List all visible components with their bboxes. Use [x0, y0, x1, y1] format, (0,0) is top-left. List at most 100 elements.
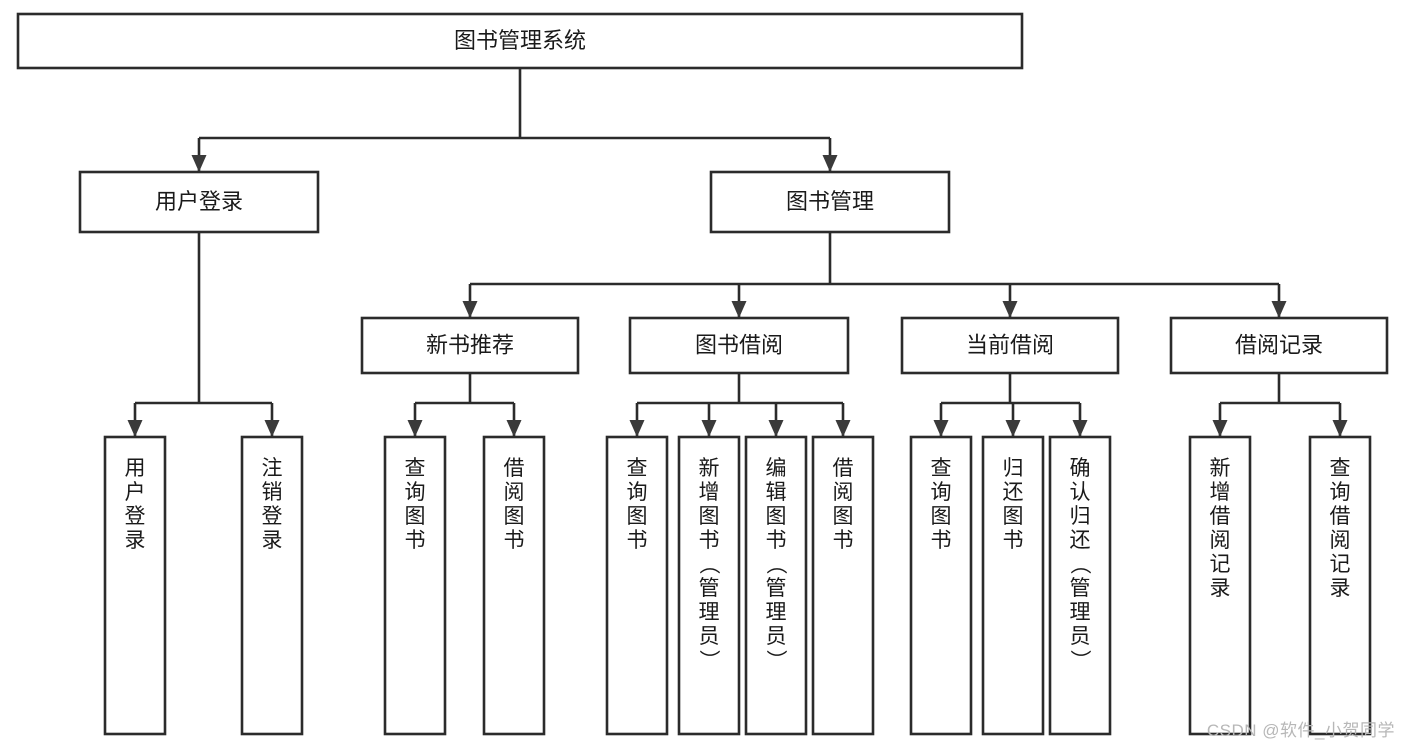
node-label-char: 理	[766, 601, 787, 624]
node-new-book-rec[interactable]: 新书推荐	[360, 316, 580, 375]
node-label: 当前借阅	[966, 332, 1054, 357]
node-label-char: 编	[766, 457, 787, 480]
arrow-head-icon	[768, 420, 784, 437]
node-label-char: （	[1068, 554, 1091, 575]
arrow-head-icon	[1072, 420, 1088, 437]
node-leaf-user-login[interactable]: 用户登录	[103, 435, 167, 736]
arrow-head-icon	[835, 420, 851, 437]
node-label-char: 增	[1210, 481, 1231, 504]
node-box	[383, 435, 447, 736]
node-label-char: 员	[1070, 625, 1091, 648]
node-label-char: 查	[1330, 457, 1351, 480]
node-label-char: 注	[262, 457, 283, 480]
node-label-char: 借	[833, 457, 854, 480]
node-label-char: 理	[1070, 601, 1091, 624]
node-label-char: 辑	[766, 481, 787, 504]
node-label-char: 录	[1210, 577, 1231, 600]
arrow-head-icon	[462, 301, 478, 318]
arrow-head-icon	[731, 301, 747, 318]
node-label: 图书管理系统	[454, 28, 586, 53]
node-label-char: 查	[931, 457, 952, 480]
node-label-char: 图	[699, 505, 720, 528]
node-user-login[interactable]: 用户登录	[78, 170, 320, 234]
arrow-head-icon	[1271, 301, 1287, 318]
node-label-char: 书	[699, 529, 720, 552]
node-label-char: 录	[125, 529, 146, 552]
node-box	[16, 12, 1024, 70]
node-book-borrow[interactable]: 图书借阅	[628, 316, 850, 375]
arrow-head-icon	[1332, 420, 1348, 437]
node-book-manage[interactable]: 图书管理	[709, 170, 951, 234]
node-label-char: 新	[1210, 457, 1231, 480]
node-box	[744, 435, 808, 736]
node-label-char: 还	[1070, 529, 1091, 552]
node-box	[78, 170, 320, 234]
node-label-char: ）	[764, 650, 787, 671]
node-label-char: 询	[405, 481, 426, 504]
node-box	[1308, 435, 1372, 736]
arrow-head-icon	[191, 155, 207, 172]
node-label-char: 登	[262, 505, 283, 528]
node-box	[811, 435, 875, 736]
node-box	[1188, 435, 1252, 736]
node-label: 图书管理	[786, 189, 874, 214]
node-box	[103, 435, 167, 736]
node-label-char: 借	[504, 457, 525, 480]
node-label-char: 阅	[833, 481, 854, 504]
node-label-char: 新	[699, 457, 720, 480]
node-label-char: 记	[1210, 553, 1231, 576]
node-label-char: 询	[1330, 481, 1351, 504]
node-box	[240, 435, 304, 736]
node-label-char: 查	[627, 457, 648, 480]
node-label-char: 录	[1330, 577, 1351, 600]
node-label-char: （	[764, 554, 787, 575]
node-box	[1048, 435, 1112, 736]
node-label-char: 书	[833, 529, 854, 552]
node-label-char: ）	[1068, 650, 1091, 671]
node-label-char: 确	[1070, 457, 1091, 480]
arrow-head-icon	[1005, 420, 1021, 437]
node-label-char: 记	[1330, 553, 1351, 576]
node-root[interactable]: 图书管理系统	[16, 12, 1024, 70]
node-label-char: 阅	[1330, 529, 1351, 552]
node-label-char: 管	[766, 577, 787, 600]
node-label-char: 图	[405, 505, 426, 528]
node-label-char: 图	[627, 505, 648, 528]
node-borrow-record[interactable]: 借阅记录	[1169, 316, 1389, 375]
node-label-char: 借	[1210, 505, 1231, 528]
node-label-char: 管	[1070, 577, 1091, 600]
arrow-head-icon	[407, 420, 423, 437]
arrow-head-icon	[127, 420, 143, 437]
node-label-char: 图	[931, 505, 952, 528]
node-label-char: 书	[627, 529, 648, 552]
arrow-head-icon	[506, 420, 522, 437]
node-label-char: 认	[1070, 481, 1091, 504]
node-label-char: 阅	[504, 481, 525, 504]
node-box	[900, 316, 1120, 375]
node-box	[482, 435, 546, 736]
node-label-char: 理	[699, 601, 720, 624]
node-box	[677, 435, 741, 736]
node-box	[360, 316, 580, 375]
node-box	[628, 316, 850, 375]
node-current-borrow[interactable]: 当前借阅	[900, 316, 1120, 375]
node-box	[709, 170, 951, 234]
node-label-char: 书	[504, 529, 525, 552]
arrow-head-icon	[933, 420, 949, 437]
node-label-char: 书	[931, 529, 952, 552]
node-label-char: 管	[699, 577, 720, 600]
arrow-head-icon	[701, 420, 717, 437]
arrow-head-icon	[629, 420, 645, 437]
